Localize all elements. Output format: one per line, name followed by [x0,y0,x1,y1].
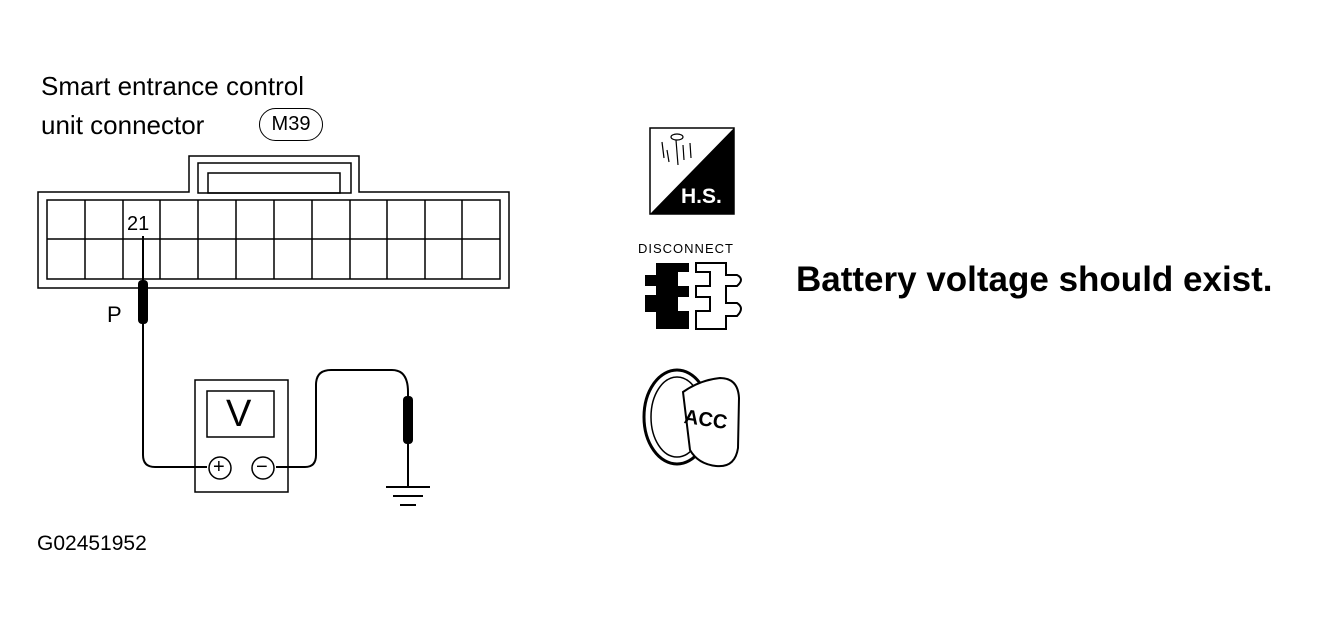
hs-icon-label: H.S. [681,185,722,208]
disconnect-icon [645,262,742,330]
meter-positive-symbol: + [213,456,225,478]
hs-icon [649,127,735,215]
connector-housing [37,155,510,289]
ground-symbol [386,486,430,506]
voltmeter [194,379,289,493]
disconnect-icon-label: DISCONNECT [638,241,734,256]
meter-negative-symbol: − [256,456,268,478]
acc-key-icon [642,368,741,468]
voltmeter-symbol: V [226,393,252,435]
result-text: Battery voltage should exist. [796,260,1273,299]
wire-positive [142,324,207,468]
wire-negative [276,369,409,468]
probe-positive [138,236,148,324]
connector-title-line1: Smart entrance control [41,71,305,101]
connector-id-badge: M39 [259,108,323,141]
pin-number-label: 21 [127,213,150,235]
probe-ground [403,396,413,486]
connector-title-line2: unit connector [41,110,205,140]
figure-code: G02451952 [37,532,147,555]
probe-label: P [107,302,122,327]
